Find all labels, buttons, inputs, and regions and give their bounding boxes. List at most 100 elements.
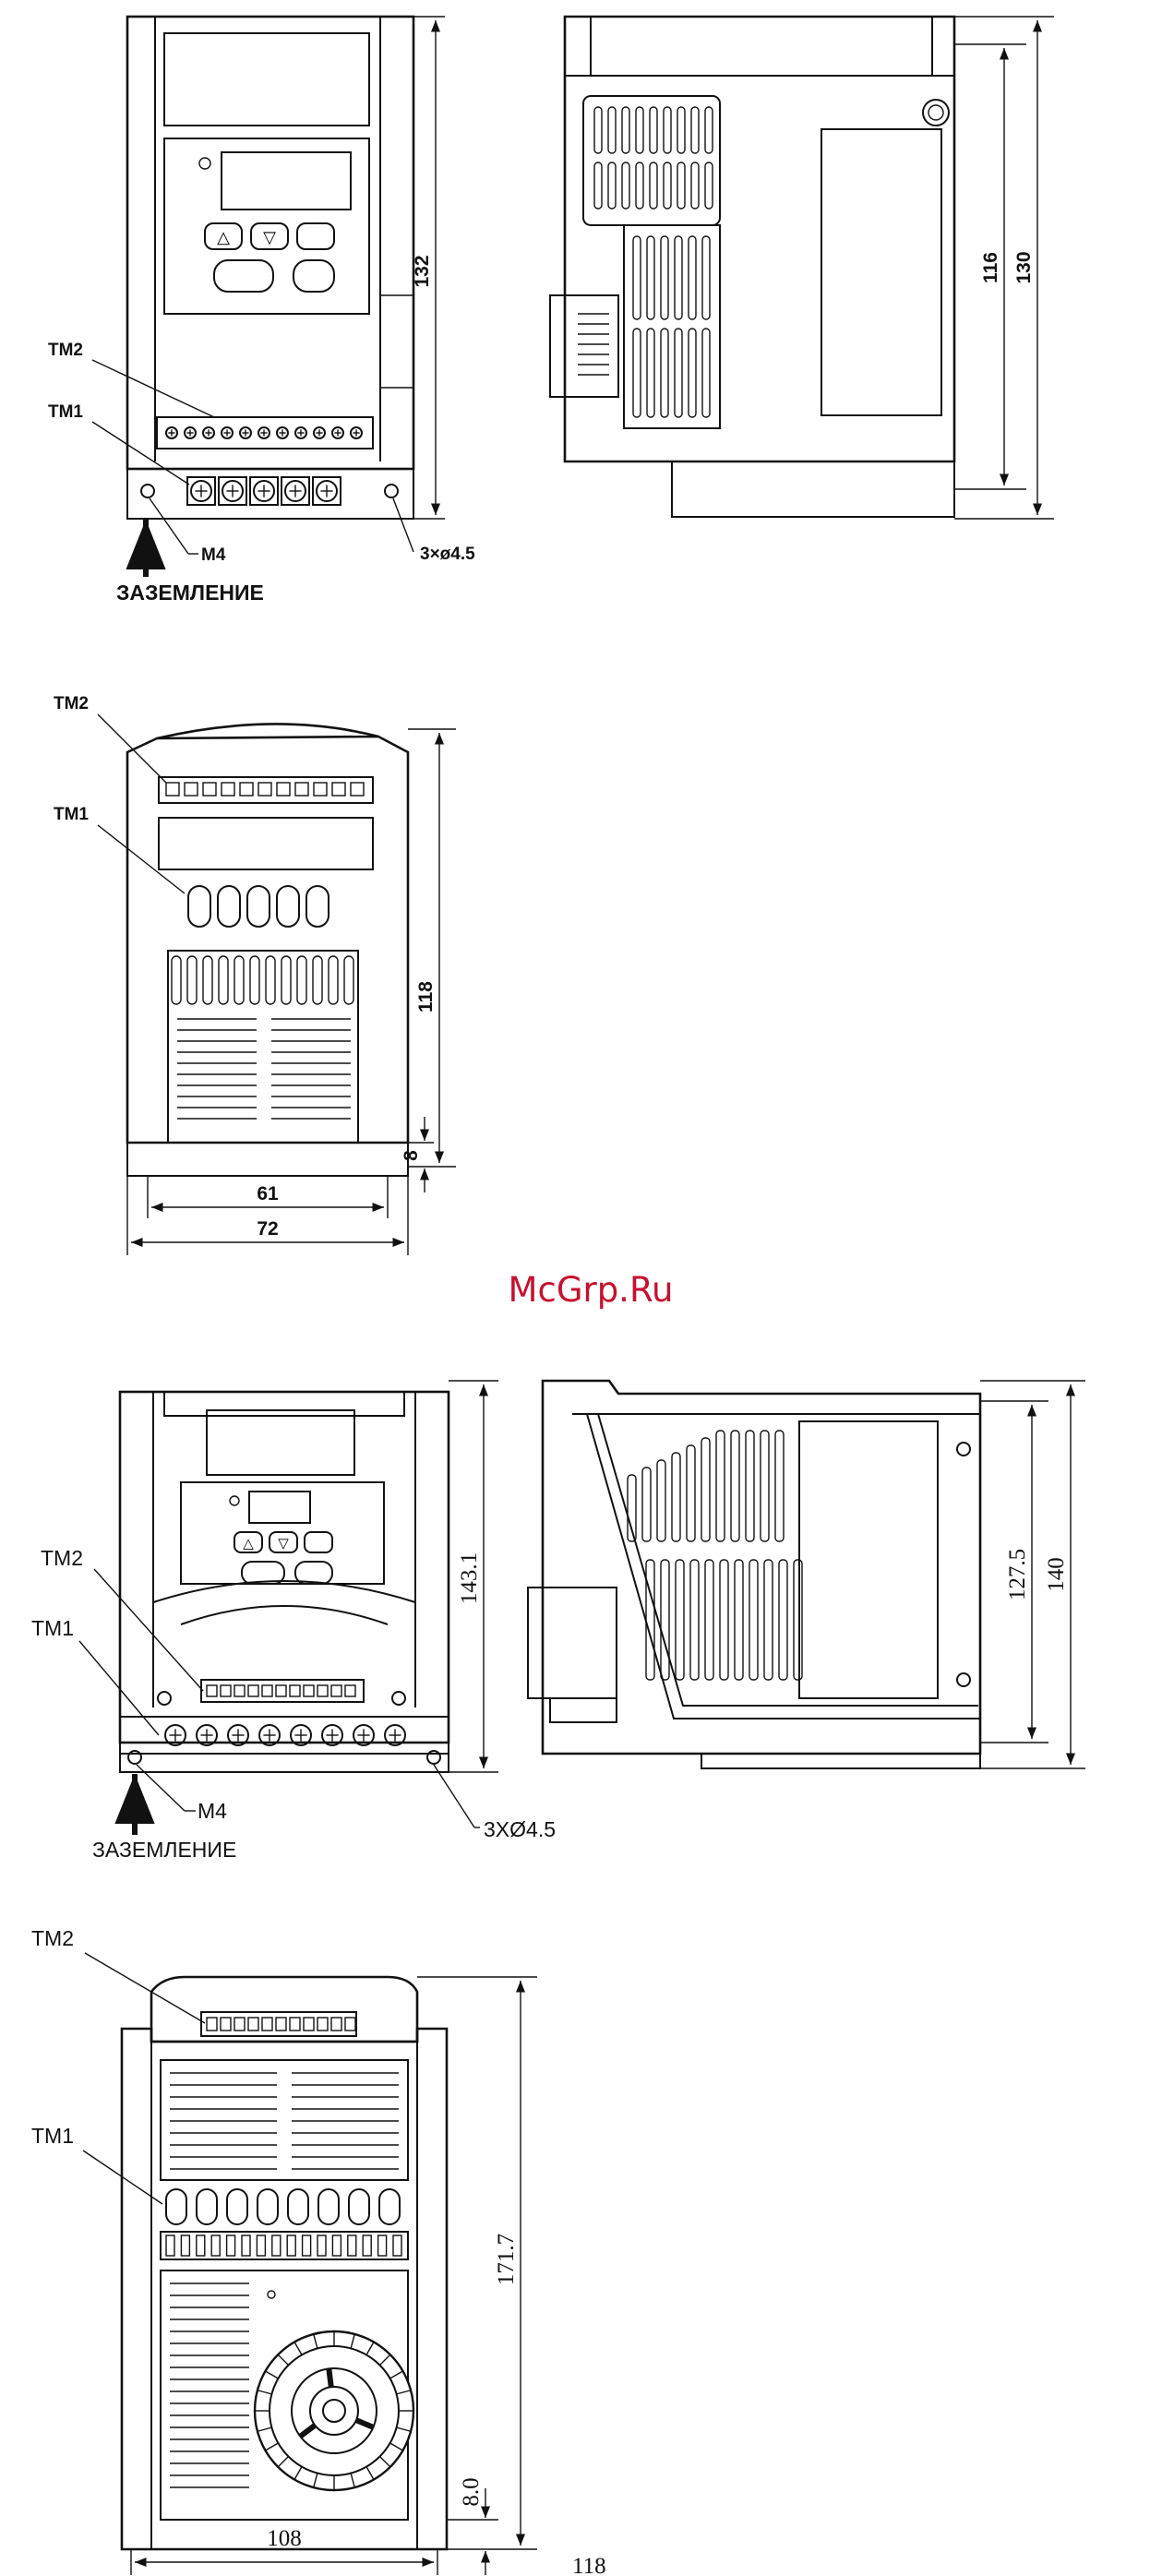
fig2-screw-right	[392, 1692, 405, 1705]
vent-slot	[735, 1560, 743, 1680]
tm1-socket	[188, 886, 210, 927]
vent-slot	[687, 1445, 695, 1541]
vent-slot	[775, 1431, 784, 1541]
tm1-socket	[349, 2189, 369, 2224]
fig1-tm1-label: TM1	[48, 402, 83, 422]
vent-slot	[705, 162, 713, 209]
vent-slot	[250, 956, 259, 1004]
vent-slot	[749, 1560, 758, 1680]
tm2-pin	[185, 783, 198, 796]
down-arrow-icon: ▽	[263, 228, 276, 246]
tm2-pin	[331, 2018, 341, 2031]
vent-slot	[608, 107, 616, 153]
up-arrow-icon: △	[243, 1536, 254, 1552]
vent-slot	[633, 329, 641, 417]
tm2-pin	[240, 783, 253, 796]
vent-slot	[272, 2235, 281, 2256]
fig2-bottom-upper-grille	[161, 2060, 408, 2180]
fig1-key-3	[297, 223, 334, 249]
vent-slot	[313, 956, 322, 1004]
vent-slot	[676, 1560, 684, 1680]
vent-slot	[234, 956, 244, 1004]
vent-slot	[636, 162, 643, 209]
vent-slot	[393, 2235, 401, 2256]
fig2-base	[120, 1754, 449, 1772]
tm2-pin	[222, 783, 234, 796]
vent-slot	[282, 956, 291, 1004]
tm2-pin	[262, 2018, 272, 2031]
tm2-pin	[203, 783, 216, 796]
fig1-bottom-foot-dim: 8	[401, 1150, 422, 1161]
fig1-bottom-tm1-terminals	[188, 886, 329, 927]
vent-slot	[677, 162, 685, 209]
vent-slot	[672, 1453, 680, 1541]
tm2-pin	[351, 783, 364, 796]
vent-slot	[702, 329, 710, 417]
fig2-front-view: △ ▽ TM2 TM1 M4 ЗАЗЕМЛЕНИЕ 3XØ4.5 143.1	[31, 1381, 556, 1862]
vent-slot	[297, 956, 306, 1004]
vent-slot	[166, 2235, 174, 2256]
fig1-holes-label: 3×ø4.5	[420, 545, 475, 564]
fig1-ground-label: ЗАЗЕМЛЕНИЕ	[116, 581, 264, 605]
fig2-width-dims: 108	[131, 2526, 437, 2575]
vent-slot	[211, 2235, 220, 2256]
vent-slot	[646, 1560, 654, 1680]
vent-slot	[633, 236, 641, 319]
fig1-side-label-area	[821, 129, 941, 415]
fig2-side-outer-dim: 140	[1044, 1557, 1069, 1592]
vent-slot	[689, 236, 696, 319]
vent-slot	[636, 107, 643, 153]
fig2-height-dim: 143.1	[457, 1552, 482, 1604]
fan-spoke	[329, 2368, 330, 2387]
fig2-display	[249, 1492, 310, 1523]
vent-slot	[203, 956, 212, 1004]
fig2-bottom-tm2-strip	[201, 2012, 356, 2036]
tm2-pin	[277, 783, 290, 796]
fig2-side-connector	[528, 1588, 617, 1698]
fig2-key-3	[305, 1532, 332, 1552]
fig2-side-vents	[628, 1431, 802, 1680]
tm2-pin	[304, 1685, 314, 1696]
tm2-pin	[345, 1685, 355, 1696]
vent-slot	[689, 329, 696, 417]
vent-slot	[344, 956, 353, 1004]
vent-slot	[661, 1560, 669, 1680]
tm1-socket	[197, 2189, 217, 2224]
vent-slot	[257, 2235, 265, 2256]
fig1-bottom-panel	[159, 818, 373, 869]
fig2-tm1-label: TM1	[31, 1616, 74, 1640]
up-arrow-icon: △	[217, 228, 230, 246]
fig1-side-view: 116 130	[550, 17, 1054, 519]
vent-slot	[622, 162, 629, 209]
fig2-screw-left	[158, 1692, 171, 1705]
tm2-pin	[207, 2018, 217, 2031]
tm1-socket	[227, 2189, 247, 2224]
fig1-side-vent-lower	[624, 225, 720, 428]
tm1-socket	[218, 886, 240, 927]
vent-slot	[664, 107, 671, 153]
fig2-ground-label: ЗАЗЕМЛЕНИЕ	[92, 1838, 236, 1862]
tm2-pin	[248, 2018, 258, 2031]
vent-slot	[608, 162, 616, 209]
vent-slot	[363, 2235, 371, 2256]
fig1-key-stop	[293, 260, 334, 292]
fig1-m4-label: M4	[201, 545, 226, 565]
vent-slot	[181, 2235, 189, 2256]
fig1-bottom-tm2-strip	[159, 777, 373, 803]
tm2-pin	[234, 2018, 245, 2031]
fig2-top-panel	[207, 1410, 354, 1475]
vent-slot	[675, 236, 682, 319]
vent-slot	[622, 107, 629, 153]
fig1-mount-hole-left	[141, 485, 154, 497]
vent-slot	[702, 236, 710, 319]
tm1-socket	[379, 2189, 400, 2224]
vent-slot	[677, 107, 685, 153]
fig1-bottom-tm2-label: TM2	[54, 694, 89, 713]
tm1-socket	[247, 886, 270, 927]
vent-slot	[661, 329, 668, 417]
fig2-bottom-height-dim: 171.7	[494, 2234, 519, 2285]
vent-slot	[197, 2235, 205, 2256]
fig2-side-screw-top	[957, 1443, 970, 1456]
vent-slot	[642, 1468, 651, 1541]
vent-slot	[650, 107, 657, 153]
